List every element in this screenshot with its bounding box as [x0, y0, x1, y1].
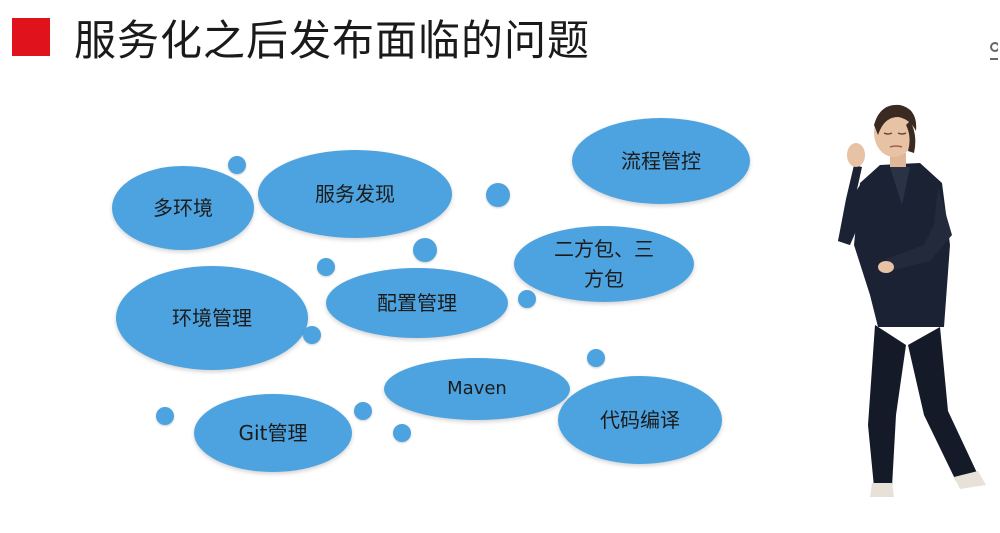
bubble-label: 代码编译 — [600, 408, 680, 432]
bubble-duohuanjing: 多环境 — [112, 166, 254, 250]
bubble-label: 环境管理 — [172, 306, 252, 330]
decorative-dot — [303, 326, 321, 344]
logo-edge-icon — [990, 40, 998, 70]
bubble-label: 二方包、三方包 — [554, 237, 654, 291]
decorative-dot — [486, 183, 510, 207]
bubble-label: 配置管理 — [377, 291, 457, 315]
bubble-gitguanli: Git管理 — [194, 394, 352, 472]
bubble-label: Maven — [447, 378, 507, 399]
decorative-dot — [587, 349, 605, 367]
bubble-label: 流程管控 — [621, 149, 701, 173]
decorative-dot — [156, 407, 174, 425]
decorative-dot — [393, 424, 411, 442]
decorative-dot — [518, 290, 536, 308]
bubble-peizhiguanli: 配置管理 — [326, 268, 508, 338]
bubble-daimabianyi: 代码编译 — [558, 376, 722, 464]
decorative-dot — [317, 258, 335, 276]
bubble-huanjingguanli: 环境管理 — [116, 266, 308, 370]
slide-header: 服务化之后发布面临的问题 — [12, 14, 590, 65]
slide-title: 服务化之后发布面临的问题 — [74, 15, 591, 65]
decorative-dot — [228, 156, 246, 174]
decorative-dot — [354, 402, 372, 420]
bubble-label: Git管理 — [238, 421, 308, 445]
decorative-dot — [413, 238, 437, 262]
red-square-bullet-icon — [12, 18, 50, 56]
bubble-label: 服务发现 — [315, 182, 395, 206]
bubble-liuchengguankong: 流程管控 — [572, 118, 750, 204]
bubble-fuwufaxian: 服务发现 — [258, 150, 452, 238]
bubble-maven: Maven — [384, 358, 570, 420]
bubble-erfangbao: 二方包、三方包 — [514, 226, 694, 302]
stressed-businesswoman-figure — [838, 104, 986, 497]
bubble-label: 多环境 — [153, 196, 213, 220]
